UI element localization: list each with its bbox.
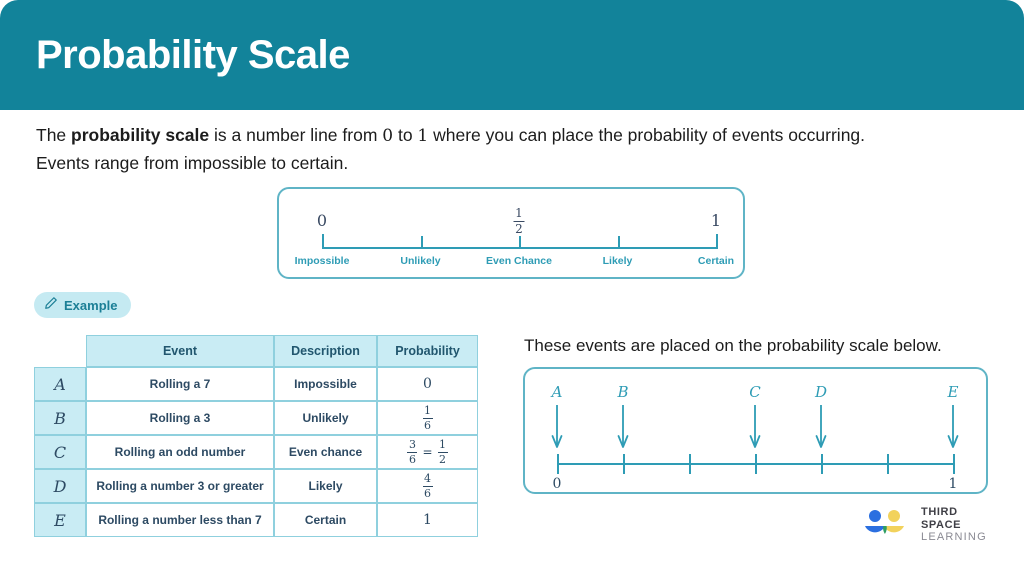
event-marker-label: D (814, 383, 828, 401)
cell-event: Rolling a number less than 7 (86, 503, 274, 537)
event-marker-label: C (749, 383, 761, 401)
brand-logo-text: THIRD SPACE LEARNING (921, 506, 992, 544)
scale-tick (617, 236, 620, 249)
scale-tick (519, 236, 521, 249)
scale-word-label: Certain (697, 255, 735, 267)
intro-bold-term: probability scale (71, 125, 210, 145)
page-header: Probability Scale (0, 0, 1024, 110)
events-scale-end-label: 1 (948, 476, 958, 492)
scale-value-label: 1 (710, 211, 722, 230)
table-header-row: Event Description Probability (34, 335, 478, 367)
column-header-event: Event (86, 335, 274, 367)
intro-number-zero: 0 (382, 126, 394, 146)
probability-value: 0 (423, 376, 432, 392)
example-badge: Example (34, 292, 132, 318)
cell-event: Rolling a number 3 or greater (86, 469, 274, 503)
events-scale-diagram: 0 1 A B C D E (523, 367, 988, 494)
brand-name-line1: THIRD SPACE (921, 506, 962, 531)
cell-event: Rolling an odd number (86, 435, 274, 469)
cell-probability: 0 (377, 367, 478, 401)
example-badge-label: Example (64, 297, 118, 313)
row-label: C (34, 435, 86, 469)
intro-line2: Events range from impossible to certain. (36, 153, 349, 173)
scale-tick (322, 234, 324, 249)
event-marker-arrow-icon (946, 405, 960, 449)
table-head: Event Description Probability (34, 335, 478, 367)
cell-description: Even chance (274, 435, 377, 469)
events-scale-tick (623, 454, 625, 474)
event-marker-arrow-icon (616, 405, 630, 449)
row-label: E (34, 503, 86, 537)
event-marker-arrow-icon (814, 405, 828, 449)
probability-value: 1 (423, 512, 432, 528)
events-scale-tick (821, 454, 823, 474)
row-label: D (34, 469, 86, 503)
events-scale-tick (688, 454, 691, 474)
intro-text-part2: is a number line from (209, 125, 383, 145)
page-title: Probability Scale (36, 33, 350, 77)
row-label: A (34, 367, 86, 401)
event-marker-arrow-icon (748, 405, 762, 449)
third-space-learning-mark-icon (862, 509, 912, 541)
cell-probability: 1 (377, 503, 478, 537)
number-line-events: 0 1 A B C D E (552, 383, 959, 492)
event-marker-label: B (617, 383, 629, 401)
cell-description: Impossible (274, 367, 377, 401)
cell-event: Rolling a 7 (86, 367, 274, 401)
events-scale-tick (755, 454, 757, 474)
events-scale-tick (953, 454, 955, 474)
column-header-probability: Probability (377, 335, 478, 367)
event-marker-label: A (551, 383, 563, 401)
intro-number-one: 1 (417, 126, 429, 146)
scale-word-label: Unlikely (400, 255, 441, 267)
scale-word-label: Even Chance (486, 255, 552, 267)
equals-sign: = (422, 445, 433, 459)
brand-logo: THIRD SPACE LEARNING (862, 505, 992, 545)
table-corner-cell (34, 335, 86, 367)
intro-paragraph: The probability scale is a number line f… (36, 122, 991, 177)
intro-text-part3: to (393, 125, 418, 145)
event-marker-arrow-icon (550, 405, 564, 449)
scale-tick (716, 234, 718, 249)
events-placed-text: These events are placed on the probabili… (524, 336, 942, 355)
intro-text-part1: The (36, 125, 72, 145)
row-label: B (34, 401, 86, 435)
cell-event: Rolling a 3 (86, 401, 274, 435)
scale-value-label: 0 (316, 211, 328, 230)
cell-description: Likely (274, 469, 377, 503)
events-scale-tick (557, 454, 559, 474)
event-marker-label: E (947, 383, 959, 401)
cell-description: Certain (274, 503, 377, 537)
column-header-description: Description (274, 335, 377, 367)
events-scale-tick (886, 454, 889, 474)
brand-name-line2: LEARNING (921, 531, 987, 544)
cell-description: Unlikely (274, 401, 377, 435)
pencil-icon (44, 296, 58, 315)
probability-scale-diagram: Impossible Unlikely Even Chance Likely Certa… (277, 187, 745, 279)
intro-text-part4: where you can place the probability of e… (428, 125, 866, 145)
scale-tick (420, 236, 423, 249)
events-scale-end-label: 0 (552, 476, 562, 492)
scale-word-label: Likely (602, 255, 633, 267)
number-line-scale: Impossible Unlikely Even Chance Likely Certa… (295, 206, 735, 267)
scale-word-label: Impossible (294, 255, 350, 267)
